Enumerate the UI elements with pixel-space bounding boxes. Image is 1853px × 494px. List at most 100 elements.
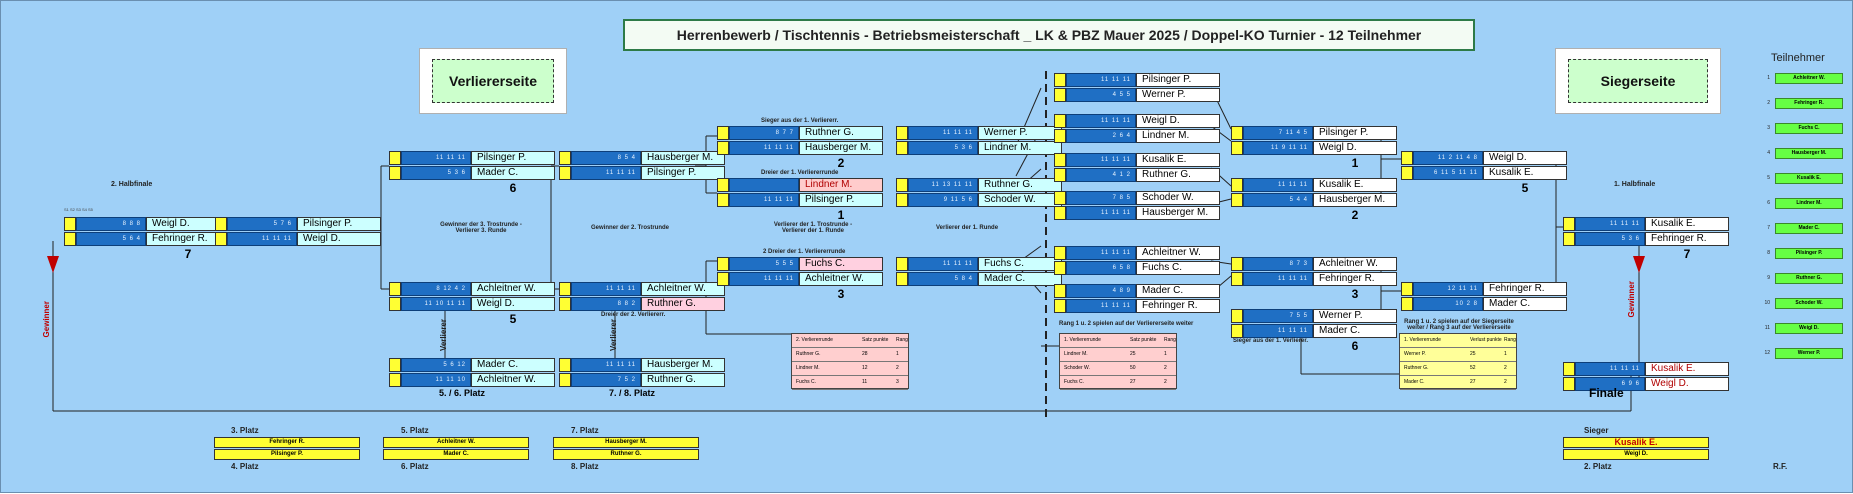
player-a[interactable]: Lindner M. xyxy=(799,178,883,192)
seed-box xyxy=(896,178,908,192)
player-a[interactable]: Kusalik E. xyxy=(1136,153,1220,167)
player-a[interactable]: Pilsinger P. xyxy=(1136,73,1220,87)
set-scores: 5 6 12 xyxy=(401,358,471,372)
player-a[interactable]: Hausberger M. xyxy=(641,151,725,165)
participant-entry[interactable]: Achleitner W. xyxy=(1775,73,1843,84)
player-a[interactable]: Ruthner G. xyxy=(978,178,1062,192)
set-scores: 5 3 6 xyxy=(908,141,978,155)
place-3-name: Fehringer R. xyxy=(214,437,360,448)
set-scores: 11 11 11 xyxy=(729,272,799,286)
place-5-6-label: 5. / 6. Platz xyxy=(439,388,486,398)
set-scores: 11 11 11 xyxy=(1243,178,1313,192)
participant-number: 10 xyxy=(1764,300,1770,306)
player-a[interactable]: Achleitner W. xyxy=(1313,257,1397,271)
set-scores: 12 11 11 xyxy=(1413,282,1483,296)
player-b[interactable]: Fehringer R. xyxy=(1645,232,1729,246)
player-a[interactable]: Achleitner W. xyxy=(471,282,555,296)
set-scores: 7 5 2 xyxy=(571,373,641,387)
player-b[interactable]: Ruthner G. xyxy=(641,373,725,387)
seed-box xyxy=(896,141,908,155)
seed-box xyxy=(64,232,76,246)
player-b[interactable]: Mader C. xyxy=(1313,324,1397,338)
player-a[interactable]: Kusalik E. xyxy=(1313,178,1397,192)
seed-box xyxy=(1401,282,1413,296)
participant-entry[interactable]: Kusalik E. xyxy=(1775,173,1843,184)
player-b[interactable]: Weigl D. xyxy=(297,232,381,246)
player-a[interactable]: Pilsinger P. xyxy=(1313,126,1397,140)
player-a[interactable]: Mader C. xyxy=(471,358,555,372)
seed-box xyxy=(1231,324,1243,338)
player-a[interactable]: Werner P. xyxy=(978,126,1062,140)
place-3-label: 3. Platz xyxy=(231,426,259,435)
player-a[interactable]: Weigl D. xyxy=(1483,151,1567,165)
participant-entry[interactable]: Schoder W. xyxy=(1775,298,1843,309)
player-a[interactable]: Achleitner W. xyxy=(1136,246,1220,260)
player-a[interactable]: Fuchs C. xyxy=(799,257,883,271)
place-7-name: Hausberger M. xyxy=(553,437,699,448)
set-scores: 8 5 4 xyxy=(571,151,641,165)
player-a[interactable]: Weigl D. xyxy=(1136,114,1220,128)
player-b[interactable]: Hausberger M. xyxy=(1136,206,1220,220)
match-number: 1 xyxy=(837,208,845,222)
player-b[interactable]: Weigl D. xyxy=(1645,377,1729,391)
set-scores: 8 7 7 xyxy=(729,126,799,140)
participant-entry[interactable]: Lindner M. xyxy=(1775,198,1843,209)
place-7-label: 7. Platz xyxy=(571,426,599,435)
player-b[interactable]: Mader C. xyxy=(978,272,1062,286)
player-b[interactable]: Ruthner G. xyxy=(641,297,725,311)
participant-entry[interactable]: Weigl D. xyxy=(1775,323,1843,334)
player-b[interactable]: Weigl D. xyxy=(471,297,555,311)
participant-entry[interactable]: Werner P. xyxy=(1775,348,1843,359)
participant-entry[interactable]: Fuchs C. xyxy=(1775,123,1843,134)
player-a[interactable]: Fuchs C. xyxy=(978,257,1062,271)
participant-entry[interactable]: Mader C. xyxy=(1775,223,1843,234)
player-b[interactable]: Achleitner W. xyxy=(471,373,555,387)
participant-entry[interactable]: Pilsinger P. xyxy=(1775,248,1843,259)
participant-entry[interactable]: Hausberger M. xyxy=(1775,148,1843,159)
player-b[interactable]: Fehringer R. xyxy=(1313,272,1397,286)
player-b[interactable]: Werner P. xyxy=(1136,88,1220,102)
player-a[interactable]: Pilsinger P. xyxy=(471,151,555,165)
player-a[interactable]: Hausberger M. xyxy=(641,358,725,372)
participant-entry[interactable]: Fehringer R. xyxy=(1775,98,1843,109)
player-a[interactable]: Mader C. xyxy=(1136,284,1220,298)
player-a[interactable]: Werner P. xyxy=(1313,309,1397,323)
player-b[interactable]: Mader C. xyxy=(1483,297,1567,311)
seed-box xyxy=(1054,284,1066,298)
seed-box xyxy=(1231,272,1243,286)
player-b[interactable]: Weigl D. xyxy=(1313,141,1397,155)
set-scores: 5 8 4 xyxy=(908,272,978,286)
player-b[interactable]: Ruthner G. xyxy=(1136,168,1220,182)
player-b[interactable]: Hausberger M. xyxy=(1313,193,1397,207)
player-b[interactable]: Schoder W. xyxy=(978,193,1062,207)
participant-entry[interactable]: Ruthner G. xyxy=(1775,273,1843,284)
player-a[interactable]: Fehringer R. xyxy=(1483,282,1567,296)
player-b[interactable]: Achleitner W. xyxy=(799,272,883,286)
player-b[interactable]: Mader C. xyxy=(471,166,555,180)
player-a[interactable]: Achleitner W. xyxy=(641,282,725,296)
seed-box xyxy=(1401,151,1413,165)
seed-box xyxy=(389,166,401,180)
player-a[interactable]: Pilsinger P. xyxy=(297,217,381,231)
note-dreier2: Dreier der 2. Verliererr. xyxy=(601,312,666,318)
player-b[interactable]: Fuchs C. xyxy=(1136,261,1220,275)
player-a[interactable]: Ruthner G. xyxy=(799,126,883,140)
player-a[interactable]: Schoder W. xyxy=(1136,191,1220,205)
player-b[interactable]: Kusalik E. xyxy=(1483,166,1567,180)
player-b[interactable]: Hausberger M. xyxy=(799,141,883,155)
set-scores: 8 8 2 xyxy=(571,297,641,311)
participants-title: Teilnehmer xyxy=(1771,52,1825,64)
player-b[interactable]: Pilsinger P. xyxy=(799,193,883,207)
note-rang-left: Rang 1 u. 2 spielen auf der Verlierersei… xyxy=(1059,321,1194,327)
player-a[interactable]: Kusalik E. xyxy=(1645,217,1729,231)
player-a[interactable]: Kusalik E. xyxy=(1645,362,1729,376)
player-b[interactable]: Fehringer R. xyxy=(1136,299,1220,313)
player-b[interactable]: Pilsinger P. xyxy=(641,166,725,180)
player-b[interactable]: Lindner M. xyxy=(978,141,1062,155)
player-b[interactable]: Lindner M. xyxy=(1136,129,1220,143)
